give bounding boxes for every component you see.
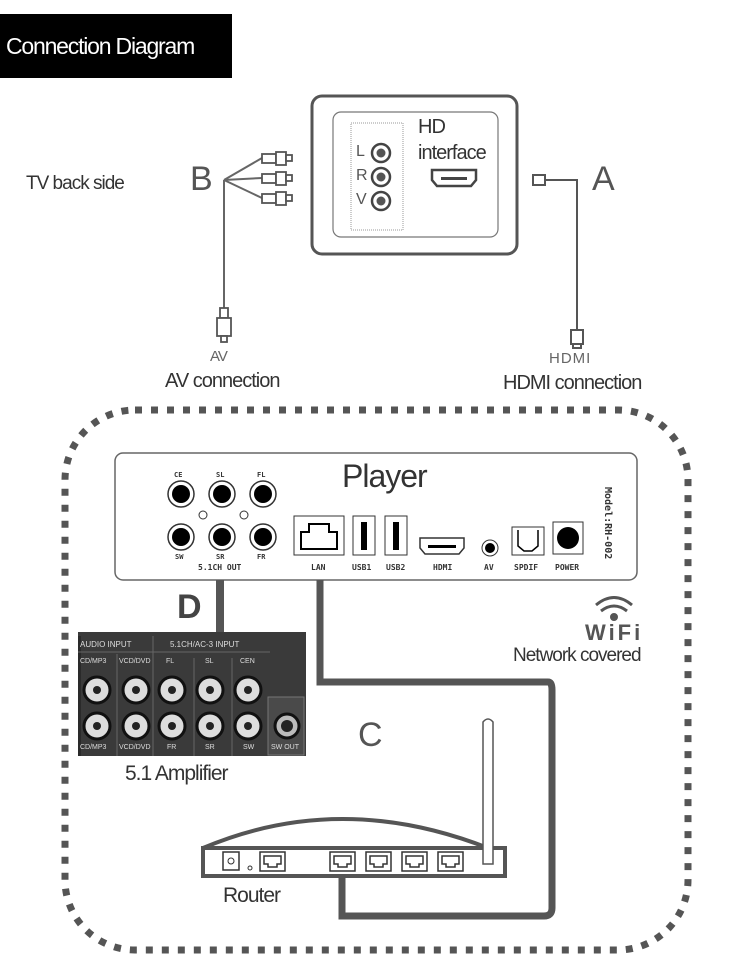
tv-jack-v-label: V	[356, 191, 367, 208]
hd-label: HD	[418, 116, 446, 138]
hdmi-connection-caption: HDMI connection	[503, 372, 642, 394]
wifi-logo-text: WiFi	[585, 620, 644, 645]
usb2-port-label: USB2	[386, 563, 406, 572]
amp-audio-input-label: AUDIO INPUT	[80, 640, 132, 649]
player-title: Player	[342, 458, 428, 494]
jack-sr-label: SR	[216, 553, 225, 561]
tv-jack-v	[370, 190, 392, 212]
amp-top-label-5: CEN	[240, 658, 255, 665]
cable-c	[316, 580, 556, 920]
lan-port-label: LAN	[311, 563, 326, 572]
tv-back-side-label: TV back side	[26, 173, 125, 194]
spdif-port	[511, 526, 545, 556]
hdmi-port-label: HDMI	[433, 563, 453, 572]
amp-top-label-2: VCD/DVD	[119, 658, 151, 665]
av-connection-caption: AV connection	[165, 370, 280, 392]
wifi-icon	[595, 596, 633, 621]
tv-jack-l-label: L	[356, 143, 365, 160]
tv-jack-r-label: R	[356, 167, 368, 184]
usb1-port	[352, 515, 376, 556]
amplifier-panel	[78, 632, 306, 756]
router-antenna	[482, 718, 494, 865]
tv-outer-frame	[310, 94, 519, 256]
wifi-network-caption: Network covered	[513, 645, 642, 666]
power-port	[552, 521, 584, 555]
amp-top-label-1: CD/MP3	[80, 658, 107, 665]
av-plug-label: AV	[210, 348, 228, 365]
av-port-label: AV	[484, 563, 494, 572]
audio-out-group-label: 5.1CH OUT	[198, 563, 242, 572]
rca-plugs	[261, 151, 293, 206]
amp-top-label-3: FL	[166, 658, 175, 665]
tv-jack-r	[370, 166, 392, 188]
jack-sl-label: SL	[216, 471, 225, 479]
diagram-title: Connection Diagram	[0, 14, 232, 78]
amp-bottom-label-4: SR	[205, 744, 215, 751]
connection-c-letter: C	[358, 716, 383, 754]
connection-a-letter: A	[592, 160, 615, 198]
tv-inner-panel	[332, 111, 499, 238]
tv-hdmi-port	[430, 168, 478, 188]
usb1-port-label: USB1	[352, 563, 372, 572]
player-audio-jacks	[167, 480, 277, 551]
amp-bottom-label-2: VCD/DVD	[119, 744, 151, 751]
amp-51ch-input-label: 5.1CH/AC-3 INPUT	[170, 640, 240, 649]
jack-sw-label: SW	[175, 553, 184, 561]
amplifier-caption: 5.1 Amplifier	[125, 762, 229, 785]
jack-fr-label: FR	[257, 553, 266, 561]
lan-port	[293, 515, 345, 556]
connection-b-letter: B	[190, 160, 213, 198]
interface-label: interface	[418, 142, 487, 164]
spdif-port-label: SPDIF	[514, 563, 539, 572]
av-port	[481, 539, 499, 557]
player-hdmi-port	[419, 537, 465, 555]
tv-jack-l	[370, 142, 392, 164]
amp-bottom-label-1: CD/MP3	[80, 744, 107, 751]
wifi-coverage-boundary	[61, 406, 692, 954]
av-cable	[223, 157, 263, 310]
tv-jack-area	[350, 122, 404, 231]
connection-d-letter: D	[177, 588, 202, 626]
av-plug-icon	[216, 307, 232, 343]
hdmi-plug-label: HDMI	[549, 350, 592, 367]
player-model-label: Model:RH-002	[602, 487, 613, 560]
hdmi-cable	[532, 174, 584, 349]
jack-ce-label: CE	[174, 471, 183, 479]
usb2-port	[384, 515, 408, 556]
router-caption: Router	[223, 884, 281, 907]
amp-bottom-label-5: SW	[243, 744, 255, 751]
amp-top-label-4: SL	[205, 658, 214, 665]
amp-bottom-label-3: FR	[167, 744, 177, 751]
jack-fl-label: FL	[257, 471, 266, 479]
router-icon	[201, 718, 507, 878]
power-port-label: POWER	[555, 563, 580, 572]
amp-sw-out-label: SW OUT	[271, 744, 299, 751]
cable-d	[216, 580, 224, 632]
player-box	[114, 452, 638, 581]
